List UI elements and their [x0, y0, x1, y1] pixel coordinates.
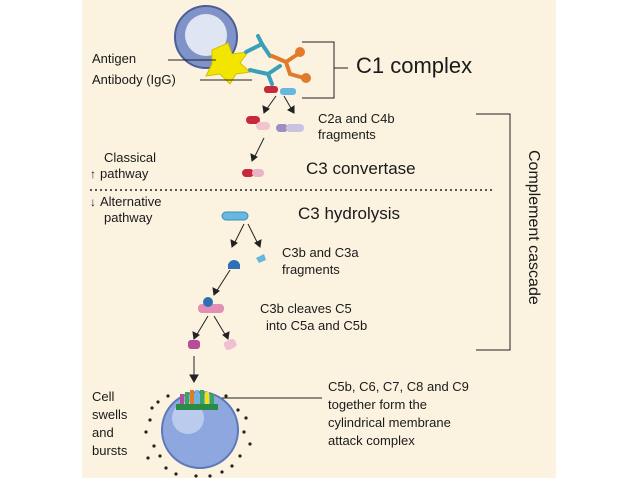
classical-pathway-label: Classical [90, 150, 157, 165]
c3b-cleaves-label-line1: C3b cleaves C5 [260, 301, 352, 316]
c2a-c4b-fragment-icons [246, 116, 304, 132]
c3b-c3a-label-line1: C3b and C3a [282, 245, 359, 260]
membrane-attack-complex-icon [176, 390, 218, 410]
alternative-pathway-label-2: pathway [90, 210, 153, 225]
c3-convertase-label: C3 convertase [306, 159, 416, 178]
c2a-c4b-label-line1: C2a and C4b [318, 111, 395, 126]
c3-convertase-icon [242, 169, 264, 177]
c3b-c3a-label-line2: fragments [282, 262, 340, 277]
c3-hydrolysis-label: C3 hydrolysis [298, 204, 401, 223]
antigen-label: Antigen [92, 51, 137, 66]
alternative-line1: Alternative [100, 194, 162, 209]
cell-label-line2: swells [92, 407, 128, 422]
c5a-c5b-icons [188, 338, 237, 351]
mac-label-line3: cylindrical membrane [328, 415, 451, 430]
cell-label-line3: and [92, 425, 114, 440]
antibody-label: Antibody (IgG) [92, 72, 176, 87]
complement-cascade-label: Complement cascade [525, 150, 542, 305]
c2a-c4b-label-line2: fragments [318, 127, 376, 142]
mac-label-line4: attack complex [328, 433, 415, 448]
c3-icon [221, 211, 249, 221]
mac-label-line2: together form the [328, 397, 427, 412]
classical-line1: Classical [104, 150, 157, 165]
classical-line2: pathway [100, 166, 149, 181]
alternative-pathway-label: ↓ Alternative [90, 194, 162, 209]
mac-label-line1: C5b, C6, C7, C8 and C9 [328, 379, 469, 394]
classical-pathway-label-2: ↑ pathway [90, 166, 149, 181]
c3b-cleaves-label-line2: into C5a and C5b [266, 318, 368, 333]
alternative-line2: pathway [104, 210, 153, 225]
antigen-icon [205, 42, 252, 85]
c3b-c3a-fragment-icons [228, 254, 266, 269]
cell-label-line4: bursts [92, 443, 128, 458]
up-arrow-icon: ↑ [90, 167, 96, 181]
flow-arrows [189, 95, 295, 384]
c1-complex-label: C1 complex [356, 53, 473, 78]
cell-label-line1: Cell [92, 389, 115, 404]
antibody-c1-icon [244, 34, 311, 95]
cell-debris-dots [144, 394, 252, 478]
c3b-c5-icon [198, 297, 224, 313]
down-arrow-icon: ↓ [90, 195, 96, 209]
